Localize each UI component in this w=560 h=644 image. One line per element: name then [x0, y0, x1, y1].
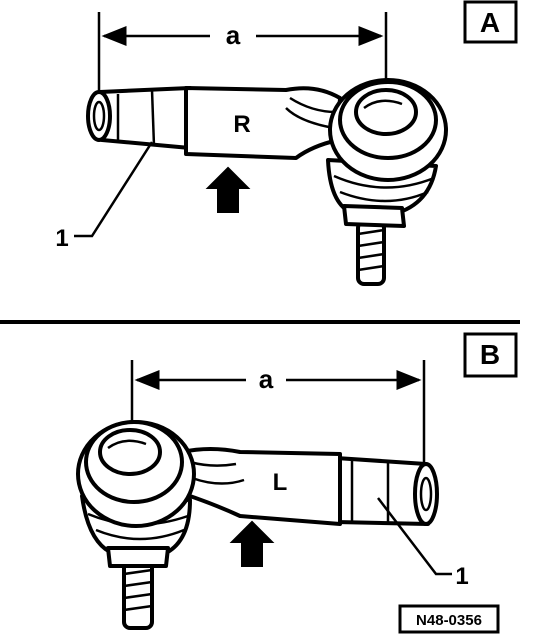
panel-a-id-box: A — [463, 0, 518, 44]
panel-b: B a — [76, 332, 518, 630]
side-marking-r: R — [233, 111, 250, 138]
panel-b-id-label: B — [480, 339, 500, 370]
panel-a-dimension: a — [97, 12, 388, 92]
ball-joint-housing — [328, 78, 448, 182]
threaded-stud — [122, 560, 154, 630]
panel-b-part-number: 1 — [455, 563, 468, 590]
direction-arrow-up — [229, 520, 275, 567]
tie-rod-end-left: L — [76, 420, 439, 630]
tie-rod-shaft — [334, 456, 439, 526]
leader-line — [377, 497, 452, 576]
panel-b-callout: 1 — [377, 497, 469, 590]
tie-rod-end-body — [180, 447, 342, 526]
figure-reference-label: N48-0356 — [416, 612, 482, 629]
panel-a-callout: 1 — [55, 141, 154, 252]
panel-a: A a — [55, 0, 518, 286]
panel-a-dimension-label: a — [226, 20, 241, 50]
panel-a-part-number: 1 — [55, 225, 68, 252]
panel-b-dimension-label: a — [259, 364, 274, 394]
panel-b-id-box: B — [463, 332, 518, 378]
leader-line — [74, 141, 154, 238]
direction-arrow-up — [205, 166, 251, 213]
threaded-stud — [356, 220, 386, 286]
panel-b-dimension: a — [130, 360, 426, 482]
tie-rod-shaft — [86, 86, 192, 150]
ball-joint-housing — [76, 420, 196, 528]
tie-rod-end-right: R — [86, 78, 448, 286]
panel-a-id-label: A — [480, 7, 500, 38]
figure-reference-box: N48-0356 — [398, 604, 500, 634]
side-marking-l: L — [273, 469, 288, 496]
